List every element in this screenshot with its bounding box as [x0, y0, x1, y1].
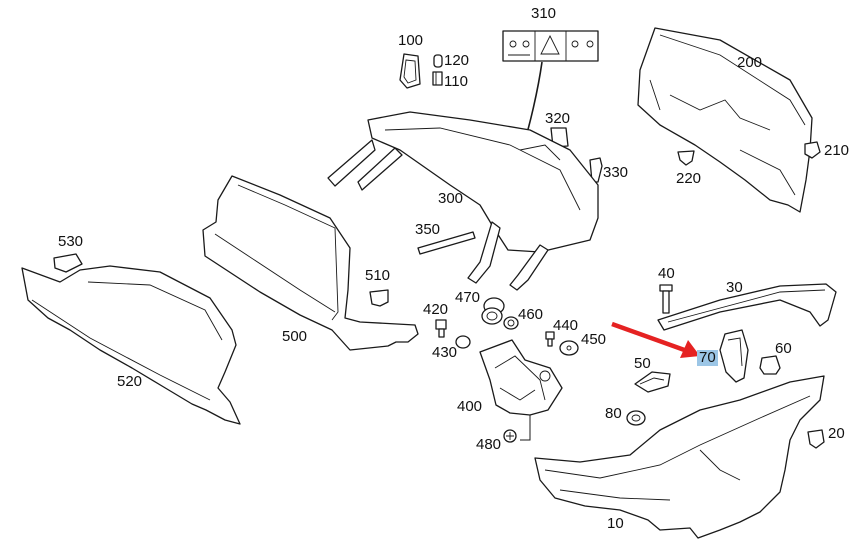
- callout-400: 400: [457, 398, 483, 415]
- side-trim-panel-part: [637, 27, 813, 213]
- callout-110: 110: [444, 73, 468, 90]
- floor-panel-part: [21, 265, 241, 425]
- callout-30: 30: [726, 279, 743, 296]
- trunk-side-trim-part: [534, 375, 825, 539]
- clip-part: [804, 141, 821, 159]
- retainer-clip-part: [677, 150, 695, 166]
- callout-20: 20: [828, 425, 845, 442]
- callout-120: 120: [444, 52, 470, 69]
- callout-310: 310: [531, 5, 557, 22]
- callout-530: 530: [58, 233, 84, 250]
- pin-part: [659, 284, 673, 314]
- callout-510: 510: [365, 267, 391, 284]
- bolt-part: [435, 319, 447, 338]
- callout-40: 40: [658, 265, 675, 282]
- callout-50: 50: [634, 355, 651, 372]
- callout-210: 210: [824, 142, 850, 159]
- push-clip-part: [369, 289, 389, 307]
- warning-label-part: [502, 30, 599, 62]
- callout-460: 460: [518, 306, 544, 323]
- lamp-lens-part: [399, 53, 421, 89]
- callout-480: 480: [476, 436, 502, 453]
- callout-430: 430: [432, 344, 458, 361]
- cap-part: [53, 253, 83, 273]
- cover-cap-part: [634, 371, 671, 393]
- parcel-shelf-part: [327, 111, 599, 291]
- callout-500: 500: [282, 328, 308, 345]
- sill-trim-part: [657, 283, 837, 331]
- callout-200: 200: [737, 54, 763, 71]
- bulb-part: [432, 54, 443, 86]
- latch-part: [719, 329, 749, 383]
- grommet-part: [626, 410, 646, 426]
- bushing-part: [503, 316, 519, 330]
- callout-70: 70: [697, 349, 718, 366]
- expansion-clip-part: [807, 429, 825, 449]
- callout-470: 470: [455, 289, 481, 306]
- callout-10: 10: [607, 515, 624, 532]
- callout-450: 450: [581, 331, 607, 348]
- callout-80: 80: [605, 405, 622, 422]
- seal-ring-part: [481, 297, 505, 325]
- screw-440-part: [545, 331, 555, 347]
- spacer-part: [455, 335, 471, 349]
- gas-strut-part: [417, 231, 476, 255]
- callout-60: 60: [775, 340, 792, 357]
- callout-420: 420: [423, 301, 449, 318]
- highlight-arrow: [611, 321, 700, 358]
- callout-350: 350: [415, 221, 441, 238]
- callout-320: 320: [545, 110, 571, 127]
- rubber-bumper-part: [759, 355, 781, 375]
- callout-520: 520: [117, 373, 143, 390]
- trunk-frame-part: [202, 175, 419, 351]
- callout-440: 440: [553, 317, 579, 334]
- callout-300: 300: [438, 190, 464, 207]
- washer-part: [559, 340, 579, 356]
- callout-330: 330: [603, 164, 629, 181]
- callout-100: 100: [398, 32, 424, 49]
- hinge-bracket-part: [479, 339, 563, 416]
- callout-220: 220: [676, 170, 702, 187]
- fastener-part: [503, 429, 517, 443]
